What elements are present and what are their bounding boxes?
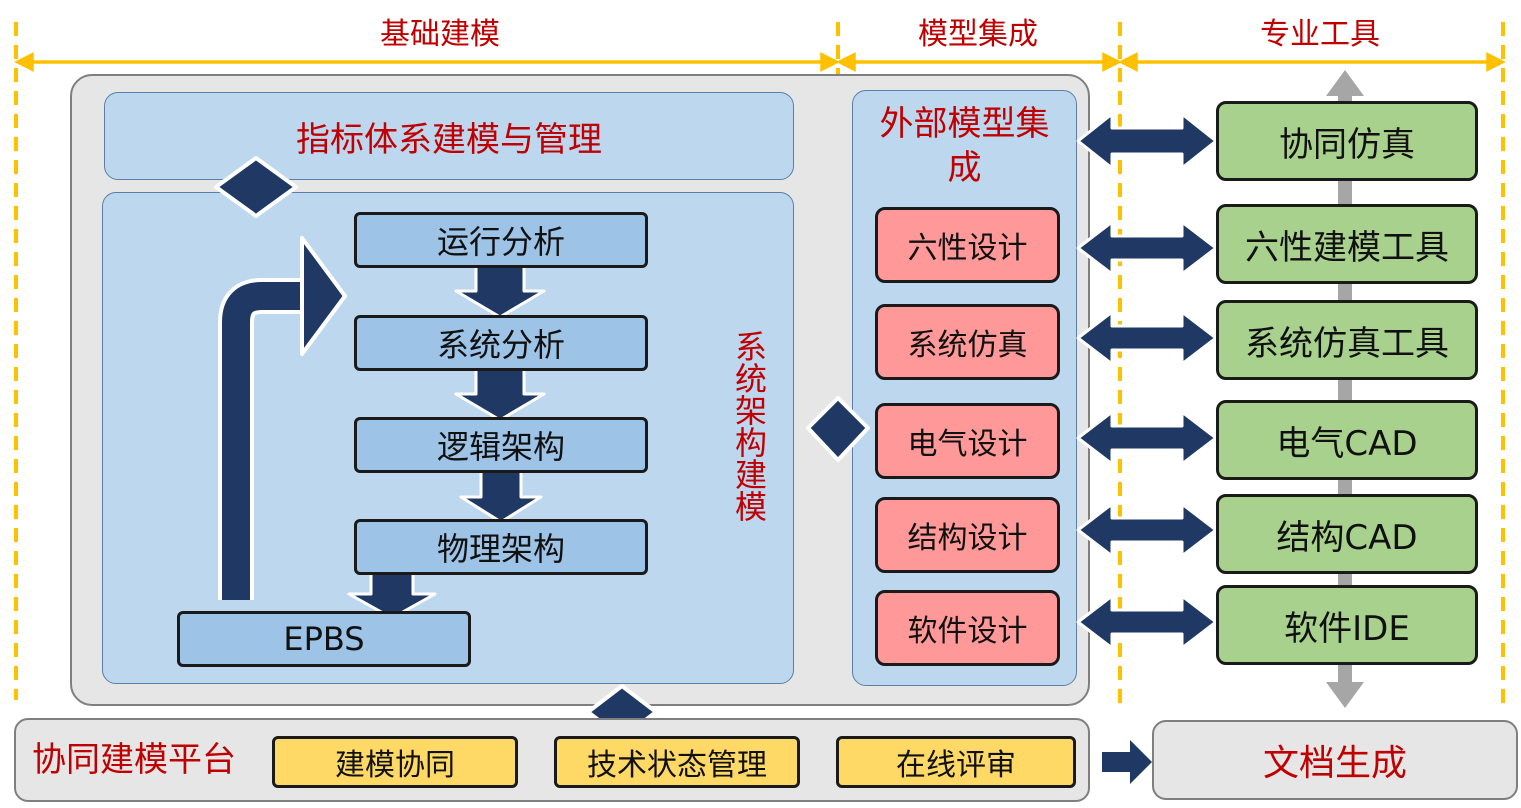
system-architecture-vertical-label: 系统架构建模 [730, 330, 768, 522]
curved-up-arrow-icon [218, 236, 347, 600]
collaborative-platform-title: 协同建模平台 [32, 740, 236, 780]
step-system-analysis[interactable]: 系统分析 [354, 315, 648, 371]
right-arrow-icon [1102, 740, 1152, 784]
tool-structural-cad[interactable]: 结构CAD [1216, 494, 1478, 574]
section-label-model-integration: 模型集成 [918, 17, 1038, 52]
step-epbs[interactable]: EPBS [177, 611, 471, 667]
step-operational-analysis[interactable]: 运行分析 [354, 212, 648, 268]
document-generation-label: 文档生成 [1262, 743, 1407, 784]
integration-item-six-properties[interactable]: 六性设计 [875, 207, 1060, 283]
platform-item-modeling-collaboration[interactable]: 建模协同 [272, 736, 518, 788]
tool-system-simulation[interactable]: 系统仿真工具 [1216, 300, 1478, 380]
integration-item-system-simulation[interactable]: 系统仿真 [875, 304, 1060, 380]
integration-item-structural-design[interactable]: 结构设计 [875, 497, 1060, 573]
integration-item-electrical-design[interactable]: 电气设计 [875, 403, 1060, 479]
integration-item-software-design[interactable]: 软件设计 [875, 590, 1060, 666]
platform-item-online-review[interactable]: 在线评审 [836, 736, 1076, 788]
document-generation-box[interactable]: 文档生成 [1152, 720, 1518, 800]
step-logical-architecture[interactable]: 逻辑架构 [354, 417, 648, 473]
tool-collaborative-simulation[interactable]: 协同仿真 [1216, 101, 1478, 181]
tool-electrical-cad[interactable]: 电气CAD [1216, 400, 1478, 480]
tool-six-properties-modeling[interactable]: 六性建模工具 [1216, 204, 1478, 284]
external-model-integration-title: 外部模型集成 [879, 104, 1050, 188]
step-physical-architecture[interactable]: 物理架构 [354, 519, 648, 575]
section-label-basic-modeling: 基础建模 [380, 17, 500, 52]
external-model-integration-panel [852, 90, 1077, 686]
section-span-arrows [14, 52, 1506, 72]
platform-item-configuration-management[interactable]: 技术状态管理 [554, 736, 800, 788]
indicator-system-title: 指标体系建模与管理 [296, 119, 602, 160]
double-arrow-icon [1076, 112, 1218, 650]
tool-software-ide[interactable]: 软件IDE [1216, 585, 1478, 665]
down-arrow-icon [347, 262, 546, 620]
section-label-professional-tools: 专业工具 [1260, 17, 1380, 52]
indicator-system-panel[interactable]: 指标体系建模与管理 [104, 92, 794, 180]
